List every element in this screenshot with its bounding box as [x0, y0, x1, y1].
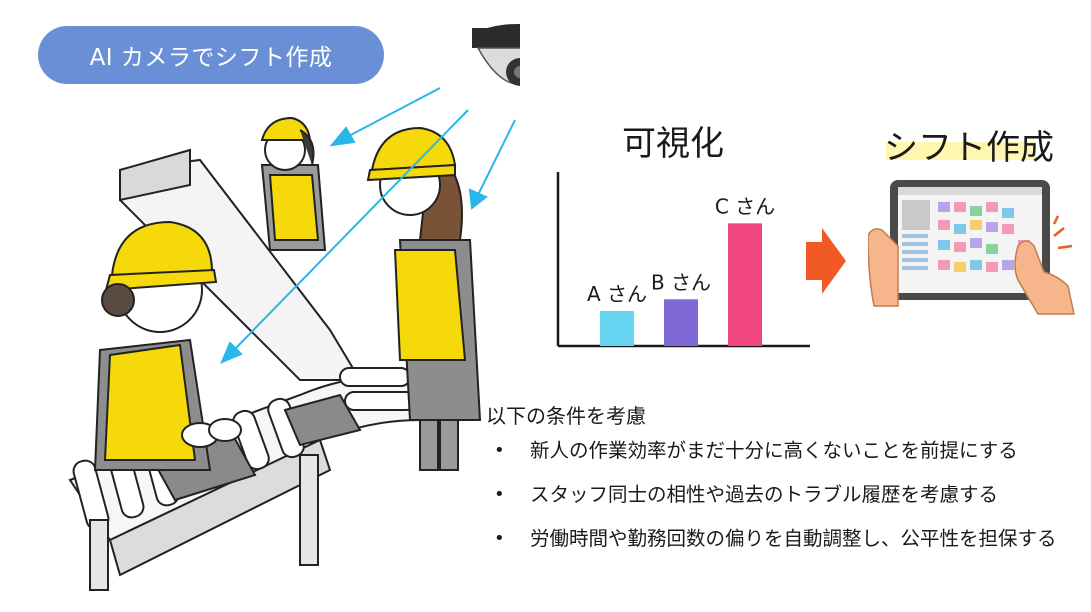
condition-text: 新人の作業効率がまだ十分に高くないことを前提にする [530, 439, 1018, 462]
condition-item: • 新人の作業効率がまだ十分に高くないことを前提にする [486, 436, 1057, 480]
bullet: • [494, 484, 505, 505]
bar-0 [600, 310, 634, 346]
factory-illustration [68, 24, 520, 591]
bullet: • [494, 528, 505, 549]
bullet: • [494, 440, 505, 461]
bar-1 [664, 299, 698, 346]
bar-label-2: C さん [715, 194, 775, 218]
bar-label-1: B さん [651, 270, 711, 294]
security-camera-icon [472, 24, 520, 95]
condition-item: • スタッフ同士の相性や過去のトラブル履歴を考慮する [486, 480, 1057, 524]
condition-text: 労働時間や勤務回数の偏りを自動調整し、公平性を担保する [530, 527, 1057, 550]
camera-arrows [220, 87, 516, 364]
worker-front [93, 220, 242, 471]
condition-text: スタッフ同士の相性や過去のトラブル履歴を考慮する [530, 483, 999, 506]
shift-title-highlight [886, 142, 1036, 160]
bar-2 [728, 223, 762, 346]
header-pill: AI カメラでシフト作成 [38, 26, 384, 84]
right-arrow-icon [806, 228, 846, 294]
tablet-icon [868, 180, 1075, 315]
condition-item: • 労働時間や勤務回数の偏りを自動調整し、公平性を担保する [486, 524, 1057, 568]
conditions-title: 以下の条件を考慮 [486, 404, 646, 428]
bar-label-0: A さん [587, 282, 647, 306]
shift-title: シフト作成 [884, 128, 1054, 168]
conditions-list: • 新人の作業効率がまだ十分に高くないことを前提にする • スタッフ同士の相性や… [486, 436, 1057, 568]
worker-back [260, 116, 327, 251]
visualization-title: 可視化 [622, 124, 724, 164]
worker-right [366, 126, 482, 471]
